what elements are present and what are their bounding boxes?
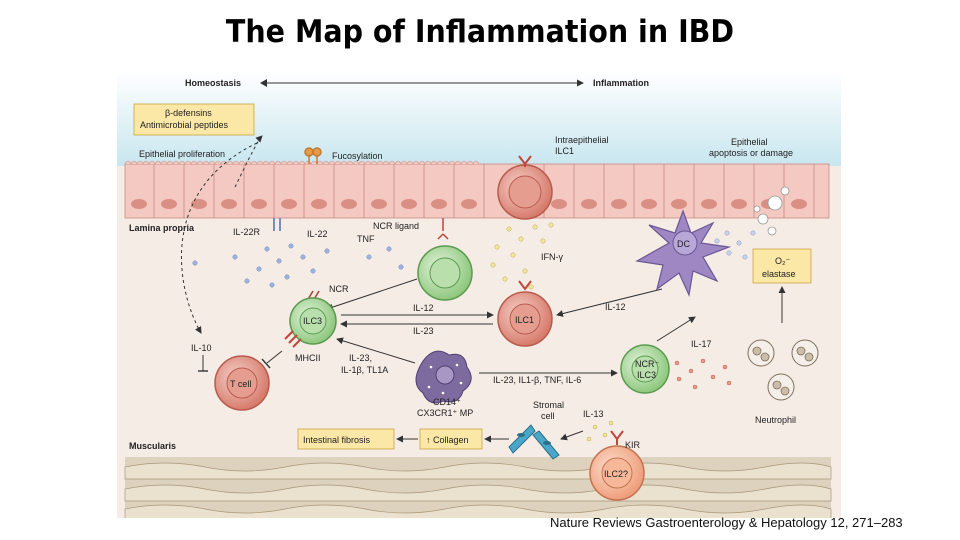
collagen-box	[419, 428, 483, 450]
ilc3-b-label: ILC3	[637, 370, 656, 380]
antimicrobial-label: Antimicrobial peptides	[140, 120, 229, 130]
defensins-box	[133, 103, 255, 136]
epithelium-layer	[124, 147, 830, 219]
il23-group-label-2: IL-1β, TL1A	[341, 365, 388, 375]
il13-label: IL-13	[583, 409, 604, 419]
ilc1-cell-label: ILC1	[515, 315, 534, 325]
il23-group-label-1: IL-23,	[349, 353, 372, 363]
intraepithelial-ilc1-cell	[497, 155, 553, 220]
kir-label: KIR	[625, 440, 641, 450]
collagen-label: ↑ Collagen	[426, 435, 469, 445]
o2-label: O₂⁻	[775, 256, 790, 266]
cx3cr1-label: CX3CR1⁺ MP	[417, 408, 473, 418]
apoptotic-bodies	[753, 186, 790, 236]
ifn-cytokines	[490, 222, 554, 290]
inflammation-diagram: Homeostasis Inflammation β-defensins Ant…	[117, 71, 841, 518]
mhcii-label: MHCII	[295, 353, 321, 363]
il12-label-b: IL-12	[605, 302, 626, 312]
il22r-label: IL-22R	[233, 227, 261, 237]
ilc3-cell: ILC3	[289, 290, 337, 345]
ilc3-label: ILC3	[303, 316, 322, 326]
il17-cytokines	[674, 358, 732, 390]
ncr-label: NCR	[329, 284, 349, 294]
stromal-cells	[508, 424, 560, 460]
fibrosis-box	[297, 428, 395, 450]
ncr-ilc-cell	[417, 245, 473, 301]
neutrophil-label: Neutrophil	[755, 415, 796, 425]
t-cell: T cell	[214, 355, 270, 411]
ncr-minus-label: NCR⁻	[635, 359, 659, 369]
intraepithelial-label: Intraepithelial	[555, 135, 609, 145]
dendritic-cell: DC	[635, 209, 732, 298]
ncr-ligand-label: NCR ligand	[373, 221, 419, 231]
il13-cytokines	[586, 420, 614, 442]
tnf-label: TNF	[357, 234, 375, 244]
il22r-receptor	[273, 218, 281, 231]
axis-inflammation-label: Inflammation	[593, 78, 649, 88]
lamina-propria-label: Lamina propria	[129, 223, 195, 233]
fucosylation-label: Fucosylation	[332, 151, 383, 161]
elastase-label: elastase	[762, 269, 796, 279]
il22-cytokines	[192, 243, 404, 288]
epithelial-proliferation-label: Epithelial proliferation	[139, 149, 225, 159]
il10-label: IL-10	[191, 343, 212, 353]
il23-label-a: IL-23	[413, 326, 434, 336]
cd14-label: CD14⁺	[433, 397, 461, 407]
stromal-label-1: Stromal	[533, 400, 564, 410]
tcell-label: T cell	[230, 379, 251, 389]
axis-homeostasis-label: Homeostasis	[185, 78, 241, 88]
ncr-negative-ilc3-cell: NCR⁻ ILC3	[620, 344, 670, 394]
il-mix-label: IL-23, IL1-β, TNF, IL-6	[493, 375, 581, 385]
fibrosis-label: Intestinal fibrosis	[303, 435, 371, 445]
ilc2-cell: ILC2?	[589, 430, 645, 501]
il12-label-a: IL-12	[413, 303, 434, 313]
il17-label: IL-17	[691, 339, 712, 349]
dc-cytokines	[714, 230, 756, 260]
dc-label: DC	[677, 239, 690, 249]
stromal-label-2: cell	[541, 411, 555, 421]
il22-label: IL-22	[307, 229, 328, 239]
citation: Nature Reviews Gastroenterology & Hepato…	[550, 515, 903, 530]
ilc2-label: ILC2?	[604, 469, 628, 479]
epithelial-damage-label-2: apoptosis or damage	[709, 148, 793, 158]
mhcii-complex	[284, 330, 302, 348]
slide-title: The Map of Inflammation in IBD	[225, 14, 735, 50]
intraepithelial-ilc1-label: ILC1	[555, 146, 574, 156]
defensins-label: β-defensins	[165, 108, 212, 118]
ifn-gamma-label: IFN-γ	[541, 252, 563, 262]
cd14-macrophage	[415, 350, 472, 404]
ilc1-cell: ILC1	[497, 280, 553, 347]
o2-elastase-box	[752, 248, 812, 284]
epithelial-damage-label-1: Epithelial	[731, 137, 768, 147]
muscularis-label: Muscularis	[129, 441, 176, 451]
